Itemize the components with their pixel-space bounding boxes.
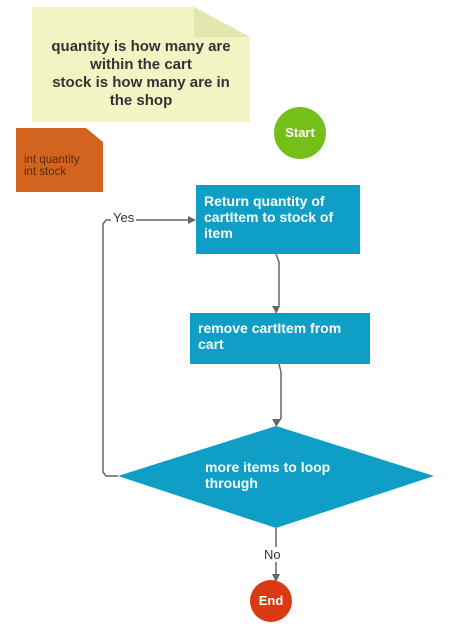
comment-note-text: quantity is how many are within the cart… — [51, 38, 231, 109]
arrowhead-decision — [272, 419, 280, 426]
connector-yes-loop — [102, 219, 188, 477]
variables-note[interactable] — [16, 128, 103, 192]
yes-edge-label: Yes — [111, 210, 137, 225]
process-remove-item[interactable]: remove cartItem from cart — [190, 313, 370, 364]
arrowhead-box2 — [272, 306, 280, 313]
decision-diamond[interactable] — [118, 426, 434, 528]
end-label: End — [258, 593, 284, 608]
process-remove-item-label: remove cartItem from cart — [198, 320, 342, 352]
process-return-quantity[interactable]: Return quantity of cartItem to stock of … — [196, 185, 360, 254]
connector-box1-to-box2 — [275, 253, 280, 314]
end-node[interactable] — [250, 580, 292, 622]
start-node[interactable] — [274, 107, 326, 159]
process-return-quantity-label: Return quantity of cartItem to stock of … — [204, 193, 334, 241]
connector-box2-to-decision — [275, 363, 282, 427]
arrowhead-end — [272, 574, 280, 582]
arrowhead-yes — [188, 216, 196, 224]
decision-label: more items to loop through — [205, 459, 331, 491]
start-label: Start — [285, 125, 315, 140]
variables-note-text: int quantity int stock — [24, 154, 80, 178]
no-edge-label: No — [262, 547, 283, 562]
